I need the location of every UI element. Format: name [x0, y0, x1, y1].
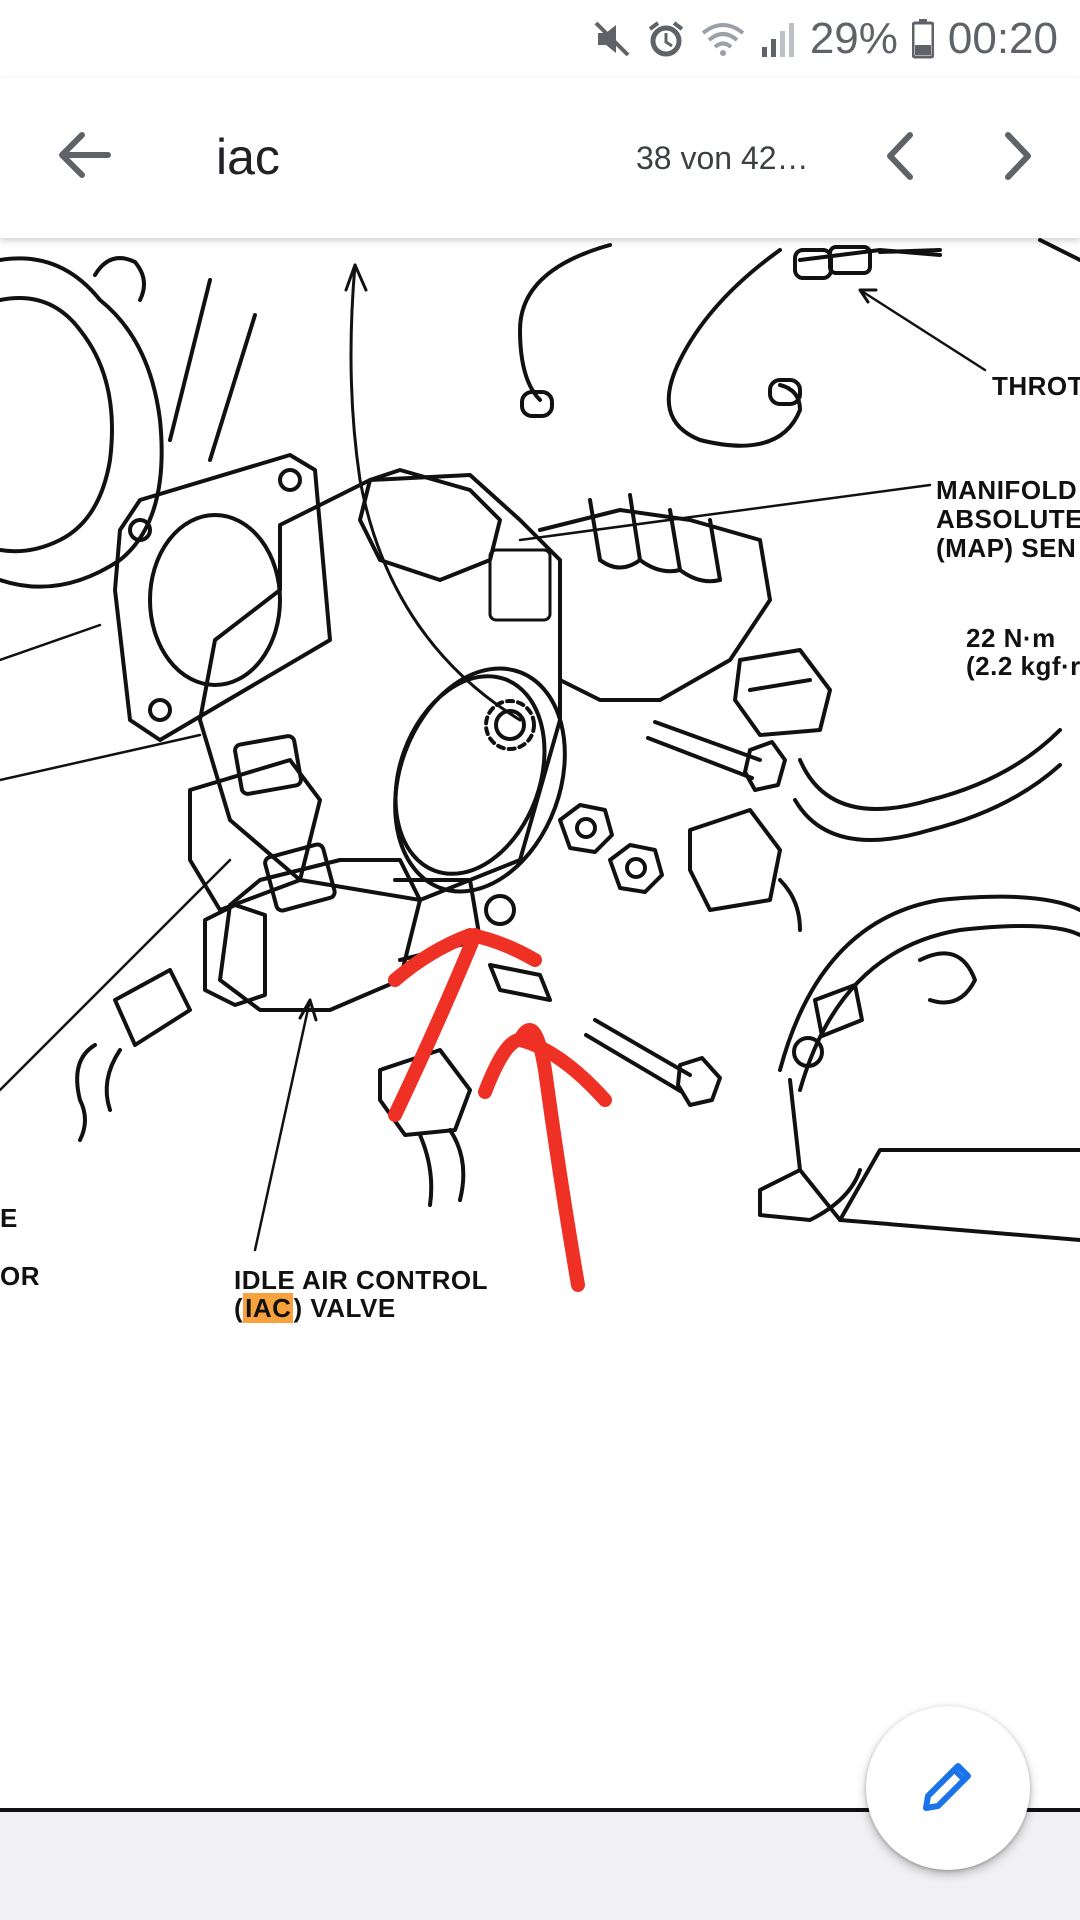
label-map-line2: ABSOLUTE: [936, 504, 1080, 534]
red-annotation-arrows: [388, 928, 612, 1292]
edit-fab-button[interactable]: [866, 1706, 1030, 1870]
label-torque-line2: (2.2 kgf·r: [966, 651, 1080, 681]
previous-match-button[interactable]: [866, 128, 932, 188]
chevron-right-icon: [1002, 131, 1036, 186]
page-bottom-border: [0, 1808, 1080, 1812]
match-counter: 38 von 42…: [636, 140, 809, 176]
label-iac-line2: (IAC) VALVE: [234, 1293, 396, 1323]
search-query[interactable]: iac: [216, 129, 280, 185]
label-map-line1: MANIFOLD: [936, 475, 1078, 505]
battery-percent: 29%: [809, 14, 898, 63]
find-toolbar: iac 38 von 42…: [0, 78, 1080, 238]
clock-time: 00:20: [947, 14, 1058, 63]
signal-icon: [760, 19, 796, 59]
search-highlight-iac: IAC: [243, 1293, 294, 1323]
label-iac-prefix: (: [234, 1293, 244, 1323]
wifi-icon: [700, 19, 746, 59]
label-left-cut-1: E: [0, 1203, 18, 1233]
back-button[interactable]: [48, 124, 120, 190]
back-arrow-icon: [56, 131, 112, 184]
label-torque-line1: 22 N·m: [966, 623, 1056, 653]
mute-icon: [592, 19, 632, 59]
alarm-icon: [646, 19, 686, 59]
label-iac-suffix: ) VALVE: [293, 1293, 396, 1323]
document-viewer[interactable]: THROT MANIFOLD ABSOLUTE (MAP) SEN 22 N·m…: [0, 238, 1080, 1810]
battery-icon: [911, 19, 934, 59]
status-bar: 29% 00:20: [0, 0, 1080, 78]
next-match-button[interactable]: [986, 128, 1052, 188]
chevron-left-icon: [882, 131, 916, 186]
label-left-cut-2: OR: [0, 1261, 40, 1291]
label-iac-line1: IDLE AIR CONTROL: [234, 1265, 489, 1295]
label-throttle: THROT: [992, 371, 1080, 401]
throttle-body-diagram: [0, 238, 1080, 1292]
status-icons: 29% 00:20: [592, 8, 1058, 70]
label-map-line3: (MAP) SEN: [936, 533, 1077, 563]
pencil-edit-icon: [918, 1756, 978, 1821]
